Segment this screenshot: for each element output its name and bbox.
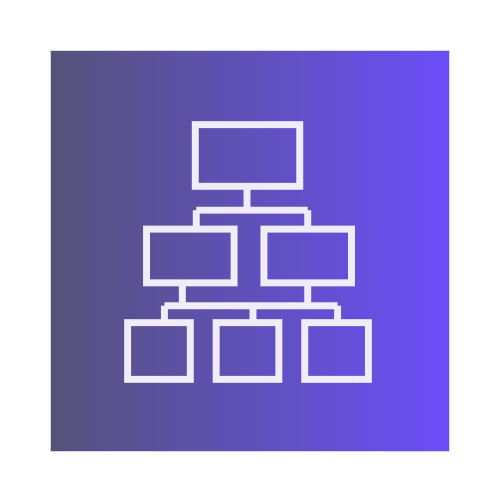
level2-left-node-box (143, 225, 238, 287)
hierarchy-icon-tile (50, 50, 450, 452)
tile-background (51, 51, 449, 451)
level3-middle-node-box (212, 319, 283, 383)
level3-right-node-box (301, 319, 372, 383)
hierarchy-icon (51, 51, 449, 451)
level3-left-node-box (124, 319, 194, 383)
